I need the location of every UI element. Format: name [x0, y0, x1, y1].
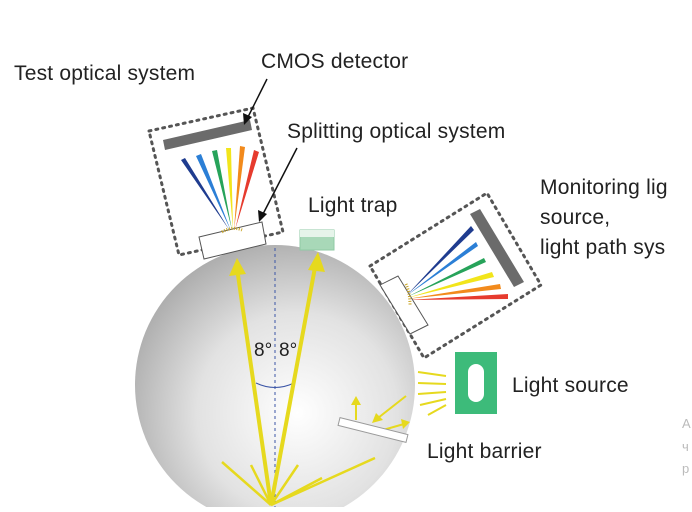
label-splitting-optical-system: Splitting optical system: [287, 120, 506, 143]
leader-arrows: [243, 78, 298, 222]
label-test-optical-system: Test optical system: [14, 62, 196, 85]
edge-text-1: A: [682, 416, 691, 431]
test-system-dotted-box: [147, 106, 285, 257]
monitoring-splitter: [379, 275, 429, 335]
label-monitoring-line1: Monitoring lig: [540, 176, 668, 199]
label-cmos-detector: CMOS detector: [261, 50, 409, 73]
label-light-source: Light source: [512, 374, 629, 397]
label-monitoring-line2: source,: [540, 206, 611, 229]
monitoring-detector-bar: [470, 209, 524, 287]
label-light-barrier: Light barrier: [427, 440, 542, 463]
light-trap-top: [300, 230, 334, 237]
integrating-sphere: [135, 245, 415, 512]
monitoring-grating: [404, 283, 412, 306]
angle-arc: [255, 382, 295, 388]
measurement-rays: [229, 252, 325, 506]
angle-label-left: 8°: [254, 340, 273, 361]
light-barrier-plate: [337, 417, 409, 443]
monitoring-system: [367, 190, 544, 361]
internal-rays: [221, 456, 376, 507]
label-light-trap: Light trap: [308, 194, 398, 217]
test-optical-system: [147, 106, 285, 260]
cmos-detector-bar: [163, 120, 252, 150]
edge-text-3: р: [682, 461, 690, 476]
barrier-arrows: [351, 395, 410, 433]
edge-text-2: ч: [682, 439, 689, 454]
angle-label-right: 8°: [279, 340, 298, 361]
light-source-rays: [417, 371, 447, 416]
light-source-window: [468, 364, 484, 402]
splitting-grating: [221, 226, 243, 234]
monitoring-dotted-box: [367, 190, 544, 361]
label-monitoring-line3: light path sys: [540, 236, 666, 259]
splitting-element: [198, 221, 267, 260]
